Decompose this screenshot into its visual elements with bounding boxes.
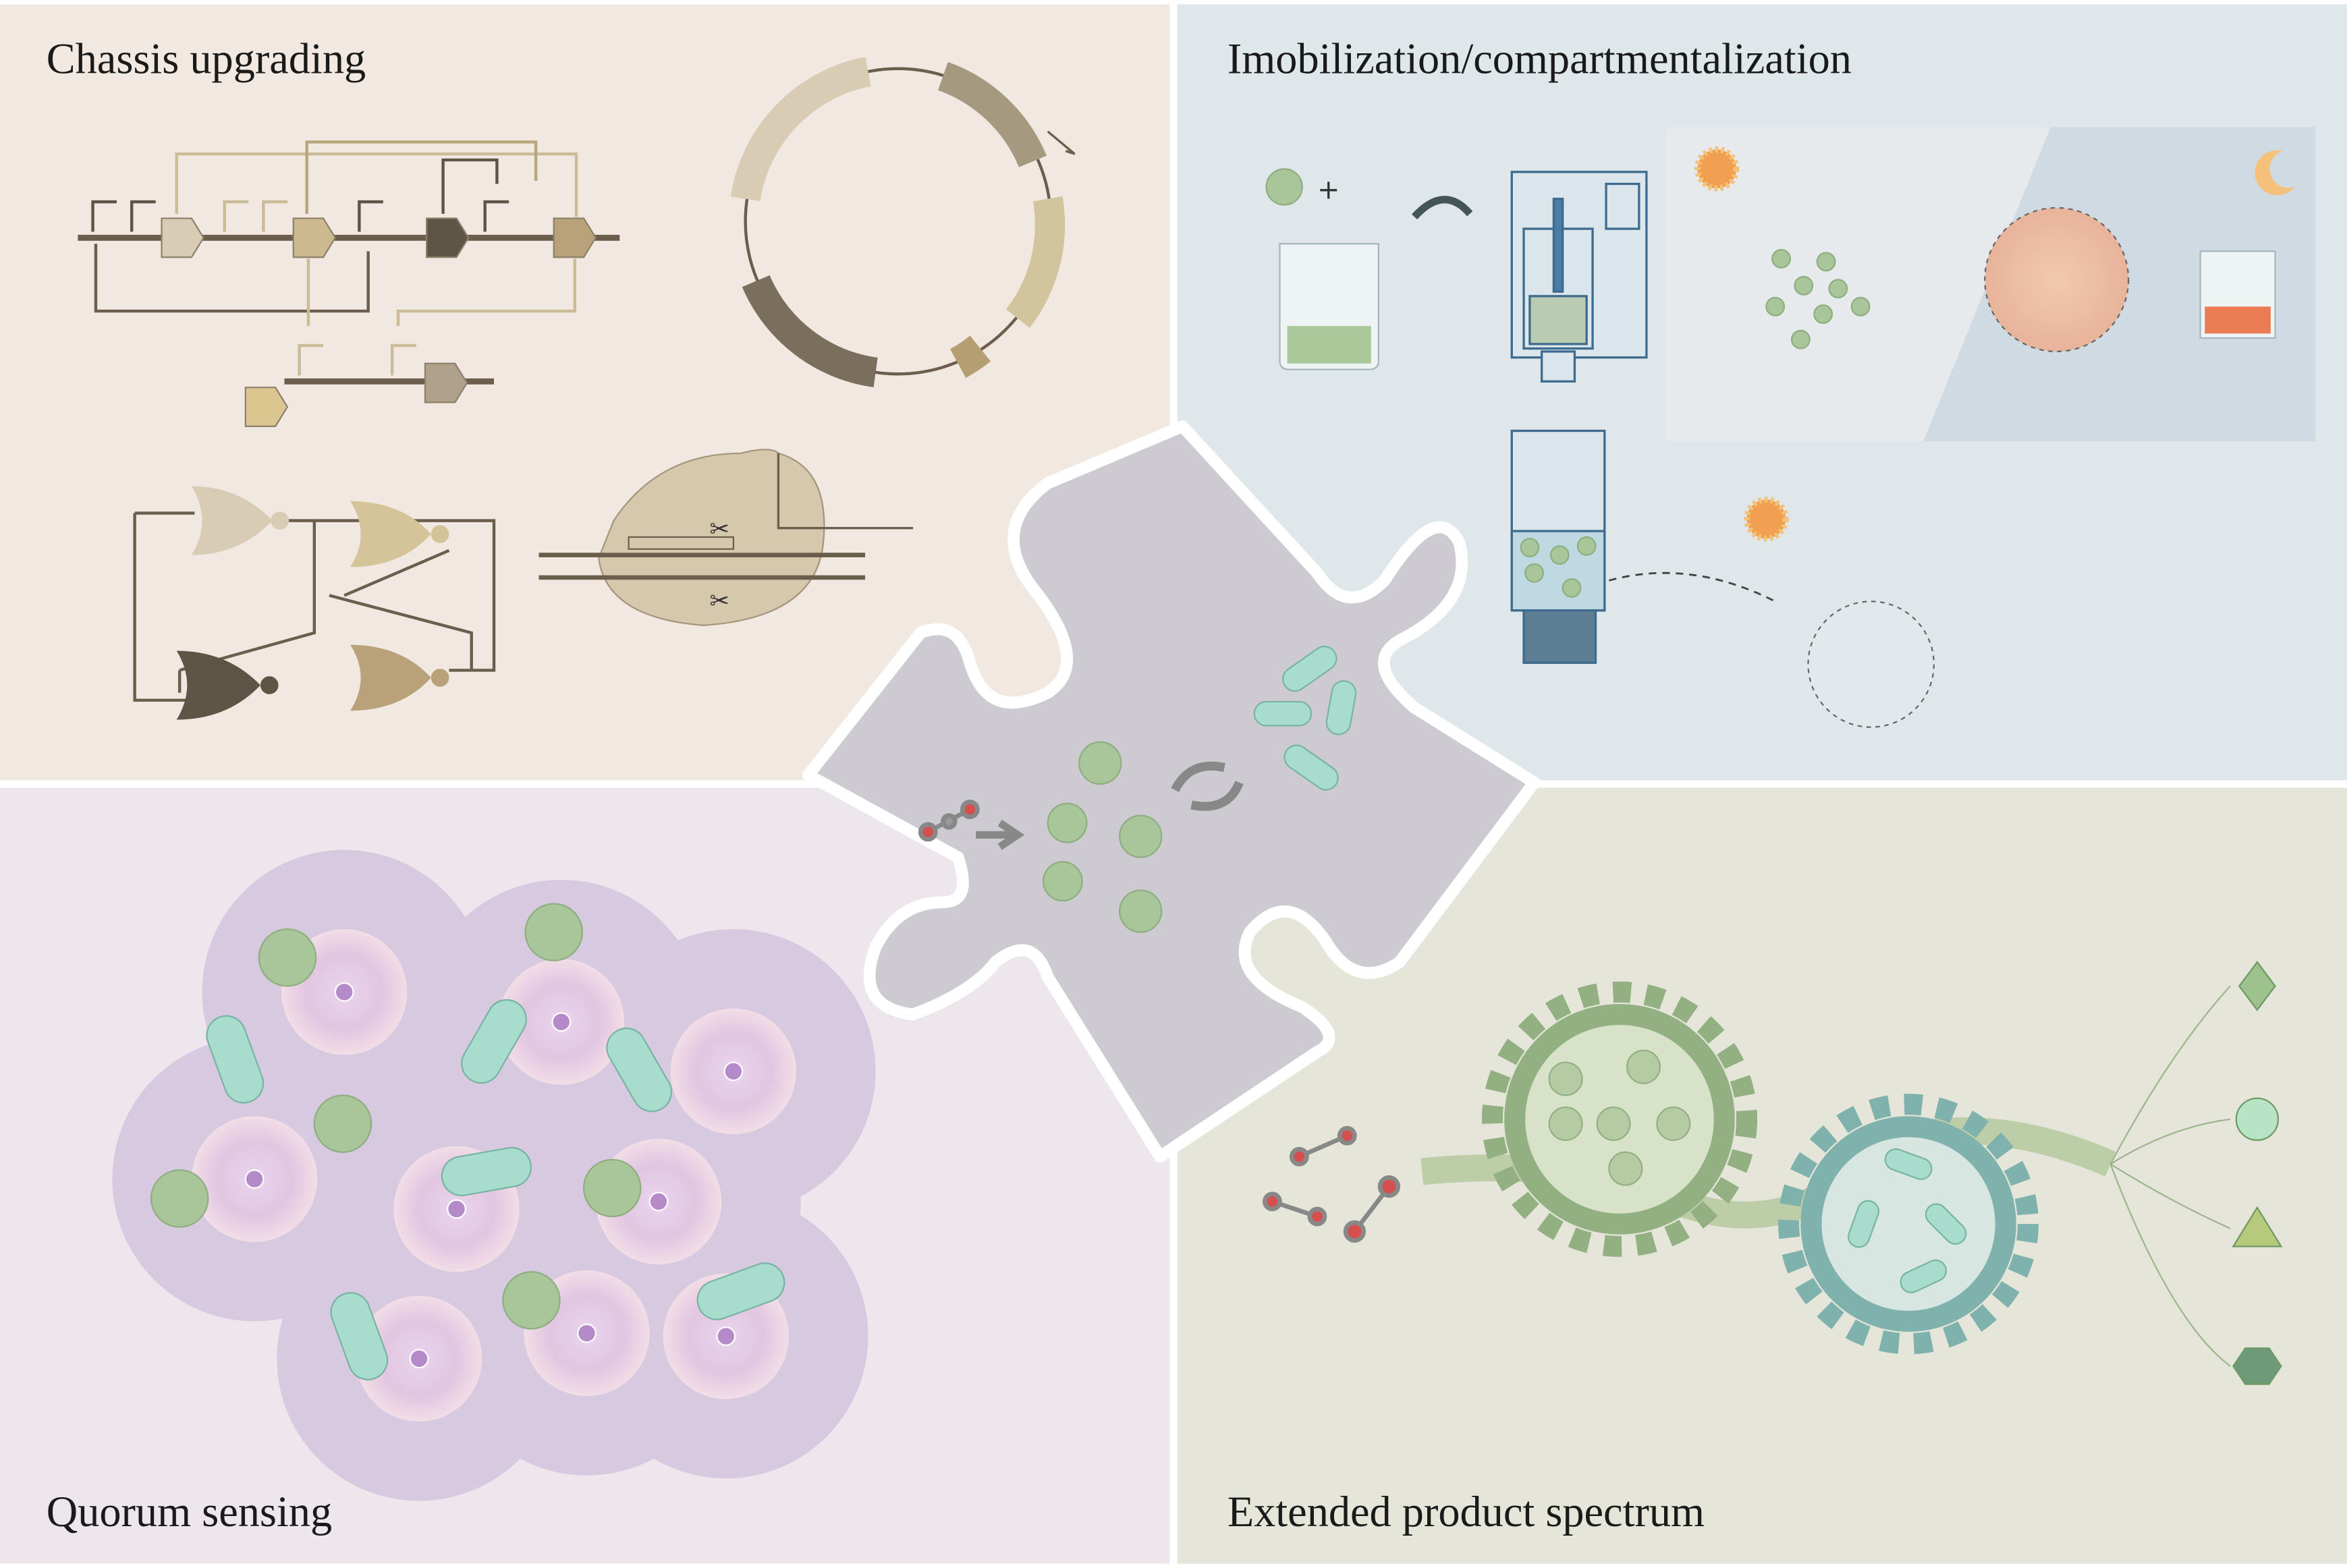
cell — [1548, 1107, 1583, 1142]
cell — [1850, 297, 1871, 316]
signal-molecule — [244, 1169, 265, 1189]
quorum-sensing-colony — [112, 849, 876, 1501]
signal-molecule — [551, 1012, 572, 1032]
panel-chassis-upgrading — [0, 4, 1171, 781]
cell-icon — [1265, 168, 1303, 206]
bacterium — [1848, 1200, 1880, 1248]
panel-title-chassis: Chassis upgrading — [47, 34, 366, 82]
cell — [1790, 329, 1811, 349]
cell — [1520, 538, 1540, 557]
svg-text:+: + — [1317, 175, 1340, 206]
puzzle-piece — [802, 420, 1541, 1163]
cell — [582, 1158, 642, 1218]
svg-text:✂: ✂ — [709, 515, 729, 543]
cell — [1596, 1107, 1631, 1142]
signal-molecule — [716, 1326, 736, 1346]
signal-molecule — [577, 1323, 597, 1343]
central-bacteria — [1253, 646, 1357, 791]
signal-molecule — [334, 982, 354, 1002]
bacterium — [696, 1262, 785, 1320]
cell — [1524, 563, 1544, 583]
co2-molecule — [918, 800, 980, 842]
logic-gates — [133, 486, 496, 720]
cell — [1828, 279, 1848, 299]
bacterium — [330, 1292, 389, 1380]
bacterium — [1884, 1148, 1933, 1180]
cell — [313, 1094, 372, 1153]
cell — [524, 903, 583, 961]
panel-title-immobilization: Imobilization/compartmentalization — [1227, 34, 1852, 82]
moon-icon — [2255, 150, 2295, 196]
gene-circuit — [78, 140, 620, 385]
bead-with-cells — [1807, 600, 1935, 728]
cell — [1608, 1151, 1643, 1186]
curved-arrow — [1412, 196, 1473, 220]
crispr-cas-complex — [539, 449, 914, 626]
cell — [258, 928, 317, 987]
signal-molecule — [447, 1199, 466, 1219]
cell — [1765, 297, 1786, 316]
cell — [1771, 249, 1791, 269]
cell — [1562, 578, 1582, 598]
bacterium — [606, 1028, 672, 1113]
bead-with-bacteria — [1984, 206, 2130, 353]
cell — [150, 1169, 209, 1228]
cell — [1626, 1049, 1661, 1084]
central-cells — [1042, 741, 1163, 933]
cell — [1816, 252, 1836, 272]
bacterium — [206, 1015, 265, 1104]
cell — [1548, 1061, 1583, 1096]
gene-blocks — [161, 217, 597, 427]
substrate-molecules — [1262, 1125, 1401, 1243]
scissors-icon: ✂✂ — [709, 515, 729, 615]
circle-product-icon — [2235, 1097, 2280, 1142]
product-outputs — [2109, 961, 2283, 1385]
cell — [1549, 545, 1570, 565]
beaker-green — [1279, 243, 1379, 370]
hexagon-product-icon — [2232, 1347, 2282, 1385]
signal-molecule — [409, 1349, 429, 1369]
cell — [502, 1270, 561, 1330]
bacterium — [461, 999, 527, 1084]
panel-title-quorum: Quorum sensing — [47, 1488, 332, 1536]
cell — [1656, 1107, 1691, 1142]
triangle-product-icon — [2232, 1206, 2283, 1248]
recycle-arrows-icon — [1171, 761, 1244, 811]
svg-text:✂: ✂ — [709, 587, 729, 615]
signal-molecule — [648, 1192, 669, 1212]
encapsulator-device — [1510, 171, 1648, 664]
gear-teal — [1778, 1094, 2039, 1355]
panel-title-product: Extended product spectrum — [1227, 1488, 1705, 1536]
bacterium — [441, 1146, 532, 1196]
bacterium — [1900, 1259, 1948, 1293]
cell — [1813, 304, 1833, 324]
cell — [1576, 536, 1597, 556]
beaker-orange — [2199, 250, 2276, 339]
diamond-product-icon — [2238, 961, 2276, 1011]
plasmid — [730, 57, 1076, 387]
cell — [1794, 275, 1814, 296]
bacterium — [1925, 1203, 1967, 1245]
signal-molecule — [723, 1061, 744, 1082]
conversion-arrow — [976, 820, 1025, 850]
dashed-arrow — [1609, 571, 1779, 604]
